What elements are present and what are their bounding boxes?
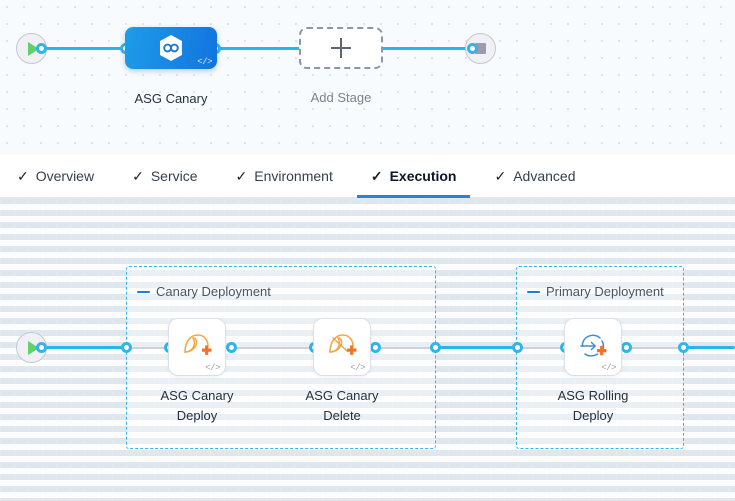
connector-dashed-5 <box>626 347 686 349</box>
play-icon <box>27 41 39 56</box>
joint-end-in[interactable] <box>467 43 478 54</box>
check-icon: ✓ <box>494 168 507 184</box>
tab-overview-label: Overview <box>35 168 95 184</box>
collapse-dash-icon[interactable] <box>137 290 150 293</box>
tab-environment[interactable]: ✓ Environment <box>236 155 333 198</box>
step-group-canary-label: Canary Deployment <box>156 284 271 299</box>
step-label-asg-canary-delete: ASG Canary Delete <box>305 388 379 423</box>
collapse-dash-icon[interactable] <box>527 290 540 293</box>
joint-start-out[interactable] <box>36 43 47 54</box>
connector-start-to-stage <box>38 47 136 50</box>
check-icon: ✓ <box>17 168 29 184</box>
step-code-glyph: </> <box>350 363 365 373</box>
stage-graph-canvas[interactable]: </> ASG Canary Add Stage <box>0 0 735 155</box>
connector-stage-to-addstage <box>215 47 305 50</box>
joint-step2-out[interactable] <box>370 342 381 353</box>
joint-exec-start-out[interactable] <box>36 342 47 353</box>
step-group-canary-title: Canary Deployment <box>137 284 271 299</box>
connector-addstage-to-end <box>380 47 475 50</box>
tab-advanced[interactable]: ✓ Advanced <box>494 155 575 198</box>
step-node-asg-canary-deploy[interactable]: </> <box>169 319 225 375</box>
check-icon: ✓ <box>235 168 248 184</box>
check-icon: ✓ <box>370 168 383 184</box>
stop-icon <box>475 43 486 54</box>
tab-service-label: Service <box>150 168 198 184</box>
connector-exec-tail <box>682 346 735 349</box>
check-icon: ✓ <box>132 168 144 184</box>
step-code-glyph: </> <box>601 363 616 373</box>
connector-between-groups <box>434 346 520 349</box>
connector-dashed-1 <box>131 347 171 349</box>
plus-icon <box>331 38 351 58</box>
step-group-primary-label: Primary Deployment <box>546 284 664 299</box>
step-node-asg-rolling-deploy[interactable]: </> <box>565 319 621 375</box>
step-code-glyph: </> <box>205 363 220 373</box>
joint-step3-out[interactable] <box>621 342 632 353</box>
joint-group-canary-in[interactable] <box>121 342 132 353</box>
asg-canary-delete-icon <box>329 334 357 355</box>
asg-canary-deploy-icon <box>184 334 212 355</box>
joint-group-canary-out[interactable] <box>430 342 441 353</box>
connector-dashed-3 <box>374 347 436 349</box>
stage-code-glyph: </> <box>197 57 212 67</box>
step-node-asg-canary-delete[interactable]: </> <box>314 319 370 375</box>
add-stage-label: Add Stage <box>310 90 372 105</box>
execution-graph-canvas[interactable]: Canary Deployment Primary Deployment <box>0 198 735 501</box>
tab-execution[interactable]: ✓ Execution <box>356 155 471 198</box>
harness-cd-hexagon-icon <box>160 35 182 61</box>
step-label-asg-rolling-deploy: ASG Rolling Deploy <box>557 388 629 423</box>
pipeline-end-node[interactable] <box>465 33 496 64</box>
tab-environment-label: Environment <box>254 168 333 184</box>
tab-service[interactable]: ✓ Service <box>132 155 197 198</box>
add-stage-button[interactable] <box>299 27 383 69</box>
asg-rolling-deploy-icon <box>580 334 607 357</box>
tab-overview[interactable]: ✓ Overview <box>17 155 94 198</box>
connector-dashed-2 <box>230 347 316 349</box>
pipeline-start-node[interactable] <box>16 33 47 64</box>
tab-advanced-label: Advanced <box>513 168 576 184</box>
step-label-asg-canary-deploy: ASG Canary Deploy <box>160 388 234 423</box>
stage-node-asg-canary[interactable]: </> <box>125 27 217 69</box>
stage-label-asg-canary: ASG Canary <box>134 91 208 106</box>
joint-step1-out[interactable] <box>226 342 237 353</box>
step-group-primary-title: Primary Deployment <box>527 284 664 299</box>
joint-group-primary-out[interactable] <box>678 342 689 353</box>
joint-group-primary-in[interactable] <box>512 342 523 353</box>
connector-dashed-4 <box>521 347 567 349</box>
connector-exec-start <box>38 346 130 349</box>
stage-tabs: ✓ Overview ✓ Service ✓ Environment ✓ Exe… <box>0 155 735 198</box>
tab-execution-label: Execution <box>389 168 457 184</box>
